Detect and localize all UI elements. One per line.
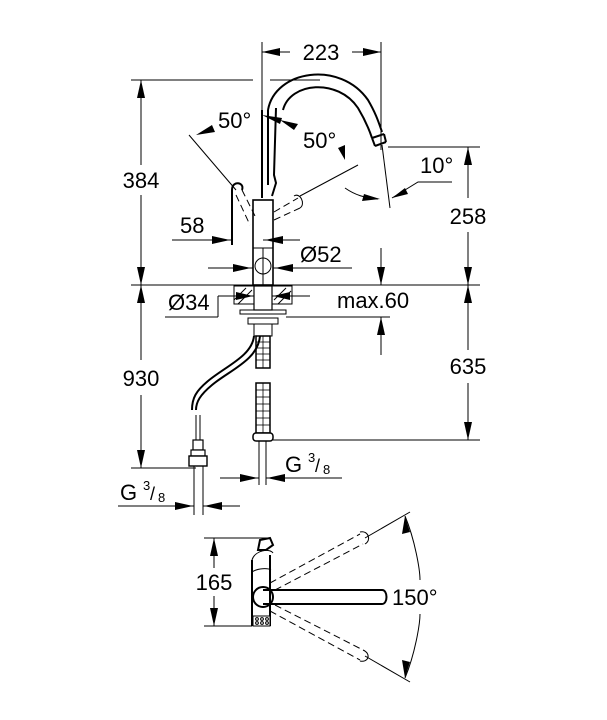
angle-label-150: 150° (392, 585, 438, 610)
dim-label-58: 58 (180, 213, 204, 238)
dimension-thread-left: G 3 / 8 (118, 478, 240, 510)
angle-label-50-right: 50° (303, 128, 336, 153)
thread-label-left-num: 3 (143, 478, 150, 493)
lever-left-position (231, 182, 257, 245)
dimension-58: 58 (172, 213, 300, 244)
thread-label-right-den: 8 (323, 462, 330, 477)
thread-label-right-base: G (285, 452, 302, 477)
thread-label-right-num: 3 (308, 450, 315, 465)
deck-mount (233, 285, 293, 337)
dimension-thread-right: G 3 / 8 (220, 450, 342, 482)
dimension-angle-50-right: 50° (280, 120, 359, 197)
faucet-body (252, 199, 274, 286)
dim-label-635: 635 (450, 354, 487, 379)
angle-label-10: 10° (420, 153, 453, 178)
dim-label-223: 223 (303, 40, 340, 65)
dimension-angle-10: 10° (344, 144, 453, 209)
angle-label-50-left: 50° (218, 108, 251, 133)
faucet-spout (261, 73, 387, 198)
supply-hoses (188, 335, 274, 515)
lever-right-position (273, 194, 303, 221)
dimension-930: 930 (123, 285, 196, 469)
dim-label-165: 165 (196, 570, 233, 595)
dim-label-384: 384 (123, 168, 160, 193)
dimension-384: 384 (123, 79, 320, 285)
dim-label-diameter-52: Ø52 (300, 242, 342, 267)
dimension-165: 165 (196, 537, 268, 627)
dim-label-930: 930 (123, 366, 160, 391)
dimension-angle-50-left: 50° (188, 108, 282, 191)
faucet-top-view (251, 511, 411, 683)
dimension-635: 635 (273, 285, 487, 441)
svg-text:/: / (315, 456, 320, 476)
svg-text:/: / (150, 484, 155, 504)
thread-label-left-base: G (120, 480, 137, 505)
dimension-258: 258 (377, 146, 487, 285)
dimension-diameter-34: Ø34 (165, 290, 310, 318)
thread-label-left-den: 8 (158, 490, 165, 505)
dimension-max-60: max.60 (286, 288, 409, 355)
dim-label-258: 258 (450, 204, 487, 229)
dimension-diameter-52: Ø52 (208, 242, 352, 272)
dimension-angle-150: 150° (392, 515, 438, 679)
dim-label-max-60: max.60 (337, 288, 409, 313)
dim-label-diameter-34: Ø34 (168, 290, 210, 315)
dimension-223: 223 (261, 40, 382, 190)
